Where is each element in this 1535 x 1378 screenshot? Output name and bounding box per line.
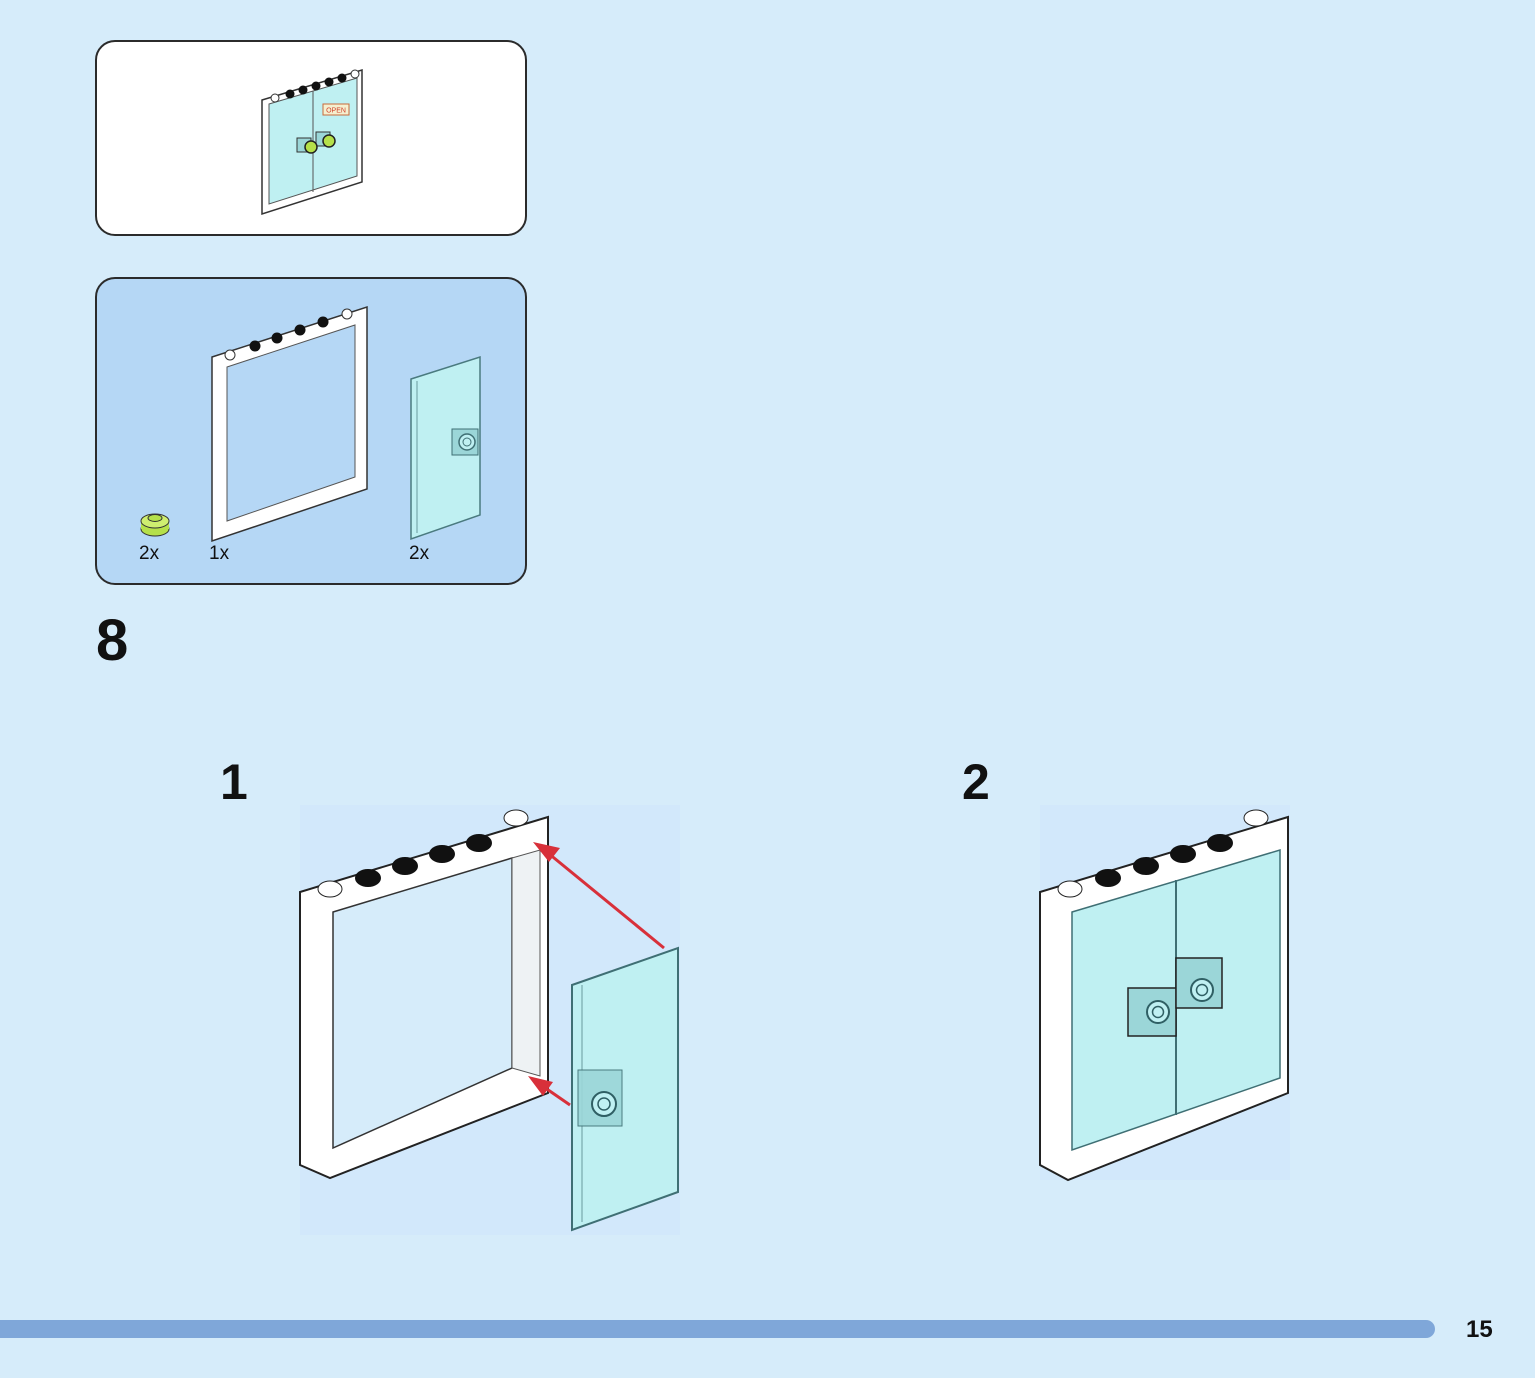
step-number: 8 xyxy=(96,608,129,673)
door-handles xyxy=(1127,957,1223,1037)
open-sign-text: OPEN xyxy=(326,108,346,115)
glass-door-icon xyxy=(410,355,481,541)
substep-label-2: 2 xyxy=(962,754,990,810)
part-qty-plate: 2x xyxy=(139,543,160,564)
parts-illustration xyxy=(140,305,481,543)
round-plate-icon xyxy=(140,513,170,537)
part-qty-door: 2x xyxy=(409,543,430,564)
page-number: 15 xyxy=(1466,1316,1493,1343)
insert-arrows xyxy=(528,842,665,1107)
assembled-window-preview: OPEN xyxy=(261,68,363,216)
door-piece xyxy=(571,946,679,1232)
frame-studs-2 xyxy=(1057,809,1269,898)
substep-label-1: 1 xyxy=(220,754,248,810)
window-frame-icon xyxy=(211,305,368,543)
parts-panel: 2x 1x 2x xyxy=(95,277,527,585)
part-qty-frame: 1x xyxy=(209,543,230,564)
frame-studs xyxy=(317,809,529,898)
preview-panel: OPEN xyxy=(95,40,527,236)
footer-progress-bar xyxy=(0,1320,1435,1338)
